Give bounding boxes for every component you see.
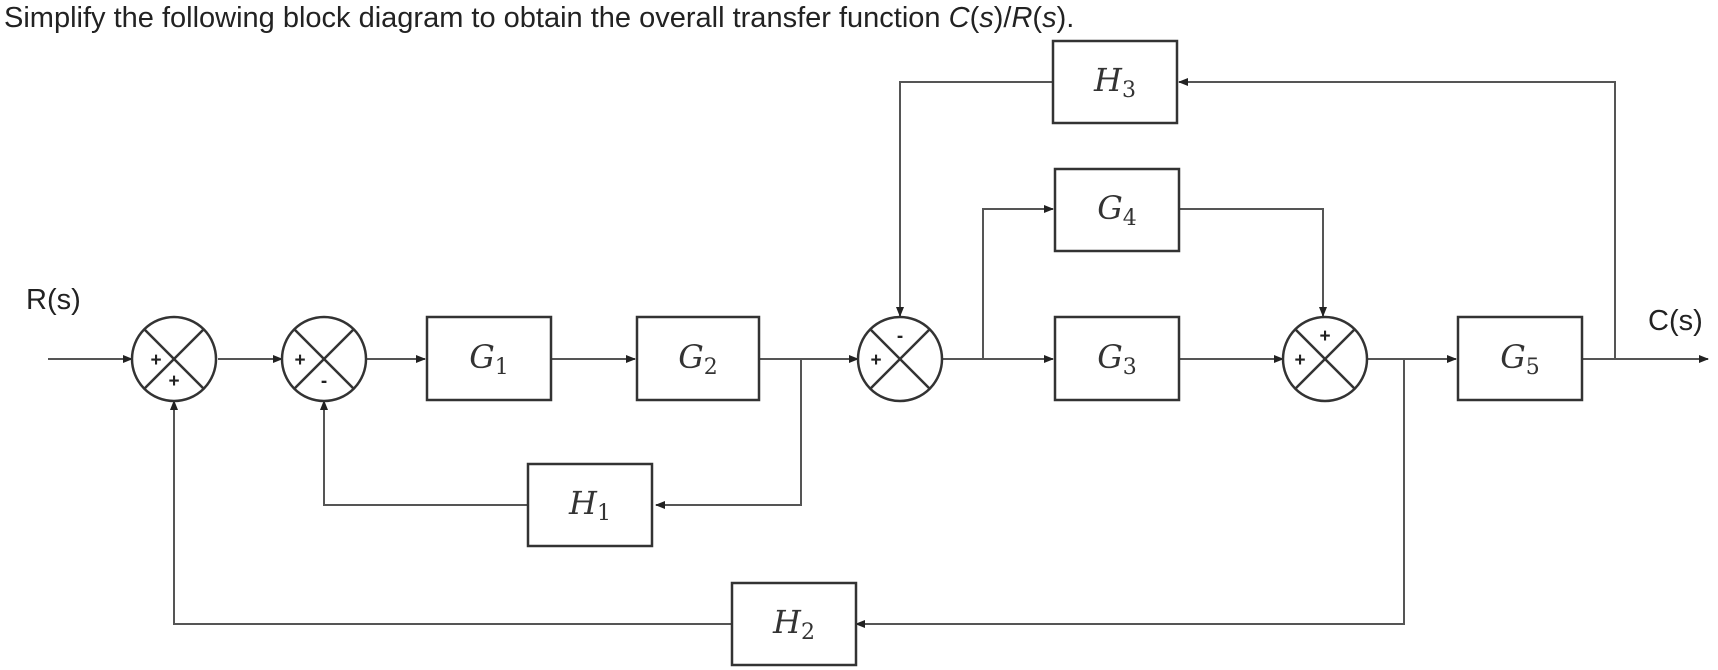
block-h1: H1 bbox=[526, 462, 654, 548]
output-label: C(s) bbox=[1648, 305, 1703, 337]
block-g3: G3 bbox=[1053, 315, 1181, 402]
wire-h1-loop bbox=[655, 359, 802, 509]
sign-s2-left: + bbox=[294, 350, 305, 371]
svg-text:H1: H1 bbox=[568, 484, 611, 526]
block-g2: G2 bbox=[635, 315, 761, 402]
question-text: Simplify the following block diagram to … bbox=[4, 2, 1075, 34]
summing-junction-1: + + bbox=[130, 315, 218, 403]
wire-node-g4 bbox=[982, 205, 1054, 359]
svg-text:H3: H3 bbox=[1093, 61, 1136, 103]
block-g5: G5 bbox=[1456, 315, 1584, 402]
svg-text:G2: G2 bbox=[678, 338, 718, 380]
block-h3: H3 bbox=[1051, 39, 1179, 125]
wire-h3-loop bbox=[1178, 78, 1616, 359]
svg-text:G4: G4 bbox=[1097, 189, 1137, 231]
input-label: R(s) bbox=[26, 284, 81, 316]
wire-h2-to-s1 bbox=[170, 400, 732, 625]
sign-s3-left: + bbox=[870, 350, 881, 371]
block-g4: G4 bbox=[1053, 167, 1181, 253]
sign-s3-top: - bbox=[897, 326, 903, 347]
svg-text:G5: G5 bbox=[1500, 338, 1540, 380]
wire-h1-to-s2 bbox=[320, 400, 528, 506]
wire-h3-to-s3 bbox=[896, 81, 1053, 317]
svg-text:G3: G3 bbox=[1097, 338, 1137, 380]
wire-g4-s4 bbox=[1179, 208, 1327, 317]
svg-text:G1: G1 bbox=[469, 338, 509, 380]
sign-s4-top: + bbox=[1319, 326, 1330, 347]
sign-s1-left: + bbox=[150, 350, 161, 371]
sign-s2-bottom: - bbox=[321, 371, 327, 392]
block-h2: H2 bbox=[730, 581, 858, 667]
block-g1: G1 bbox=[425, 315, 553, 402]
wire-h2-loop bbox=[855, 359, 1405, 628]
summing-junction-2: + - bbox=[280, 315, 368, 403]
sign-s4-left: + bbox=[1294, 350, 1305, 371]
summing-junction-4: + + bbox=[1281, 315, 1369, 403]
summing-junction-3: + - bbox=[856, 315, 944, 403]
svg-text:H2: H2 bbox=[772, 603, 815, 645]
sign-s1-bottom: + bbox=[168, 371, 179, 392]
